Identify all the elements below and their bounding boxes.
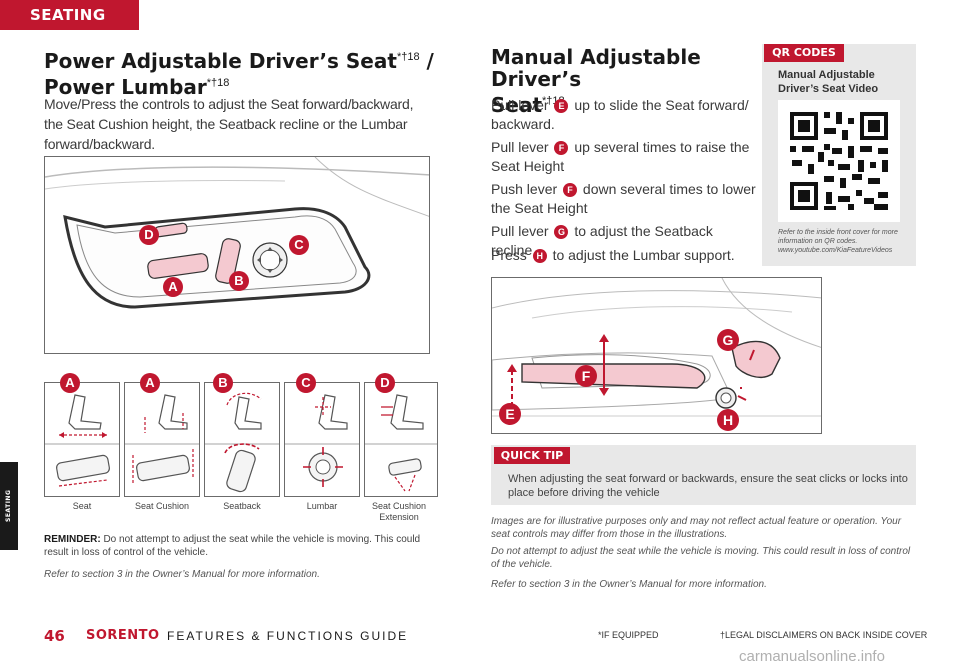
callout-g: G — [717, 329, 739, 351]
icon-caption-cushion-extension: Seat Cushion Extension — [371, 501, 427, 522]
power-seat-title-line1: Power Adjustable Driver’s Seat — [44, 49, 397, 73]
legal-disclaimer-note: †LEGAL DISCLAIMERS ON BACK INSIDE COVER — [720, 630, 928, 640]
step-text: Pull lever — [491, 97, 553, 113]
qr-code-icon[interactable] — [778, 100, 900, 222]
step-text: Pull lever — [491, 223, 553, 239]
manual-step-3: Push lever F down several times to lower… — [491, 180, 761, 218]
callout-f: F — [575, 365, 597, 387]
seat-panel-drawing — [45, 157, 429, 309]
step-badge-f: F — [563, 183, 578, 197]
manual-step-2: Pull lever F up several times to raise t… — [491, 138, 761, 176]
step-text: Pull lever — [491, 139, 553, 155]
power-seat-controls-illustration: D C B A — [44, 156, 430, 354]
icon-callout-a: A — [140, 373, 160, 393]
step-text: to adjust the Lumbar support. — [548, 247, 735, 263]
manual-refer-note: Refer to section 3 in the Owner’s Manual… — [491, 579, 767, 590]
qr-video-title: Manual Adjustable Driver’s Seat Video — [778, 69, 879, 95]
icon-caption-seat-cushion: Seat Cushion — [134, 501, 190, 511]
callout-c: C — [289, 235, 309, 255]
icon-callout-c: C — [296, 373, 316, 393]
power-lumbar-title: Power Lumbar — [44, 75, 207, 99]
icon-panel-cushion-extension — [364, 382, 438, 497]
icon-panel-seat — [44, 382, 120, 497]
title-mark: *†18 — [206, 77, 230, 89]
step-badge-g: G — [554, 225, 569, 239]
step-badge-e: E — [554, 99, 569, 113]
reminder-label: REMINDER: — [44, 534, 101, 545]
qr-note: Refer to the inside front cover for more… — [778, 229, 898, 254]
power-seat-title: Power Adjustable Driver’s Seat*†18 / Pow… — [44, 46, 464, 98]
quick-tip-text: When adjusting the seat forward or backw… — [508, 473, 908, 499]
watermark: carmanualsonline.info — [739, 648, 885, 665]
qr-code-graphic — [790, 112, 888, 210]
step-text: up to slide the Seat forward/ backward. — [491, 97, 749, 132]
step-badge-f: F — [554, 141, 569, 155]
cushion-extension-icon — [365, 394, 437, 492]
if-equipped-note: *IF EQUIPPED — [598, 630, 659, 640]
step-text: down several times to lower the Seat Hei… — [491, 181, 756, 216]
manual-step-5: Press H to adjust the Lumbar support. — [491, 246, 761, 265]
title-separator: / — [419, 49, 434, 73]
step-text: to adjust the Seatback recline. — [491, 223, 713, 258]
seatback-icon — [205, 392, 279, 493]
icon-caption-seat: Seat — [72, 501, 92, 511]
icon-caption-seatback: Seatback — [223, 501, 261, 511]
footer-model: SORENTO — [86, 628, 160, 643]
manual-step-1: Pull lever E up to slide the Seat forwar… — [491, 96, 761, 134]
power-seat-description: Move/Press the controls to adjust the Se… — [44, 96, 414, 152]
illustrative-note: Images are for illustrative purposes onl… — [491, 516, 902, 540]
step-text: up several times to raise the Seat Heigh… — [491, 139, 750, 174]
qr-codes-tab: QR CODES — [764, 44, 844, 62]
lumbar-icon — [285, 394, 359, 487]
side-section-tab: SEATING — [0, 462, 18, 550]
step-text: Press — [491, 247, 531, 263]
icon-panel-lumbar — [284, 382, 360, 497]
page-number: 46 — [44, 627, 65, 645]
icon-panel-seatback — [204, 382, 280, 497]
icon-callout-a: A — [60, 373, 80, 393]
reminder-body: Do not attempt to adjust the seat while … — [44, 534, 421, 558]
quick-tip-tab: QUICK TIP — [494, 447, 570, 464]
step-text: Push lever — [491, 181, 562, 197]
callout-e: E — [499, 403, 521, 425]
manual-step-4: Pull lever G to adjust the Seatback recl… — [491, 222, 761, 260]
icon-panel-seat-cushion — [124, 382, 200, 497]
footer-guide-title: FEATURES & FUNCTIONS GUIDE — [167, 629, 409, 643]
title-mark: *†18 — [396, 51, 420, 63]
icon-callout-b: B — [213, 373, 233, 393]
side-tab-label: SEATING — [5, 489, 12, 522]
manual-seat-title-line1: Manual Adjustable Driver’s — [491, 45, 701, 91]
step-badge-h: H — [532, 249, 547, 263]
manual-seat-title-line2: Seat — [491, 93, 543, 117]
seat-slide-icon — [45, 394, 119, 487]
reminder-text: REMINDER: Do not attempt to adjust the s… — [44, 533, 444, 559]
callout-d: D — [139, 225, 159, 245]
power-seat-refer-note: Refer to section 3 in the Owner’s Manual… — [44, 569, 320, 580]
section-tab: SEATING — [0, 0, 139, 30]
icon-caption-lumbar: Lumbar — [306, 501, 338, 511]
manual-seat-drawing — [492, 278, 821, 417]
icon-callout-d: D — [375, 373, 395, 393]
moving-warning-note: Do not attempt to adjust the seat while … — [491, 546, 911, 570]
manual-seat-illustration: G F E H — [491, 277, 822, 434]
callout-h: H — [717, 409, 739, 431]
callout-b: B — [229, 271, 249, 291]
seat-cushion-icon — [125, 394, 199, 483]
callout-a: A — [163, 277, 183, 297]
